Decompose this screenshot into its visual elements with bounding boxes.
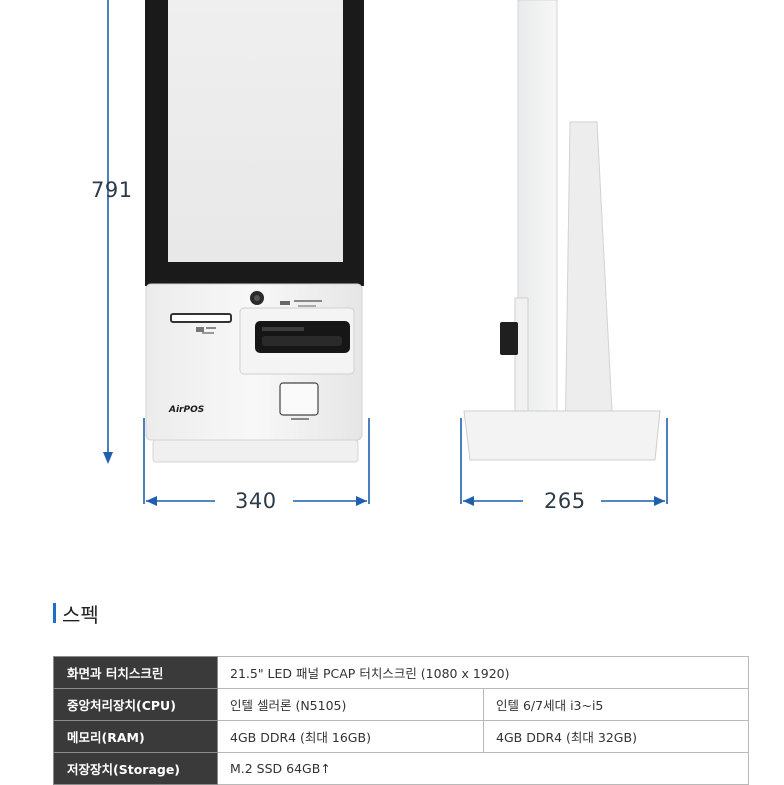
row-value-cpu-1: 인텔 셀러론 (N5105) (217, 688, 484, 721)
kiosk-side-view (463, 0, 661, 461)
dimension-lines (103, 0, 668, 506)
height-dimension-label: 791 (91, 178, 133, 202)
side-width-dimension-label: 265 (544, 489, 586, 513)
table-row: 중앙처리장치(CPU) 인텔 셀러론 (N5105) 인텔 6/7세대 i3~i… (53, 688, 750, 721)
screen-display (168, 0, 343, 262)
side-card-reader (500, 322, 518, 355)
row-value-storage: M.2 SSD 64GB↑ (216, 752, 750, 785)
brand-logo: AirPOS (169, 405, 205, 415)
side-base (463, 410, 661, 461)
barcode-scanner (279, 382, 319, 416)
kiosk-front-view (145, 0, 364, 463)
row-label-ram: 메모리(RAM) (53, 720, 218, 753)
spec-heading: 스펙 (53, 600, 99, 627)
front-width-dimension-label: 340 (235, 489, 277, 513)
product-dimension-figure: AirPOS 791 340 265 (91, 0, 668, 513)
table-row: 저장장치(Storage) M.2 SSD 64GB↑ (53, 752, 750, 785)
row-value-display: 21.5" LED 패널 PCAP 터치스크린 (1080 x 1920) (216, 656, 750, 689)
receipt-slot (170, 313, 232, 323)
side-rear-leg (564, 121, 615, 451)
row-value-cpu-2: 인텔 6/7세대 i3~i5 (482, 688, 750, 721)
kiosk-base (152, 439, 359, 463)
row-value-ram-1: 4GB DDR4 (최대 16GB) (217, 720, 484, 753)
table-row: 화면과 터치스크린 21.5" LED 패널 PCAP 터치스크린 (1080 … (53, 656, 750, 689)
row-label-display: 화면과 터치스크린 (53, 656, 218, 689)
heading-accent-bar (53, 603, 56, 623)
table-row: 메모리(RAM) 4GB DDR4 (최대 16GB) 4GB DDR4 (최대… (53, 720, 750, 753)
row-label-storage: 저장장치(Storage) (53, 752, 218, 785)
spec-table: 화면과 터치스크린 21.5" LED 패널 PCAP 터치스크린 (1080 … (53, 656, 750, 785)
row-label-cpu: 중앙처리장치(CPU) (53, 688, 218, 721)
spec-title: 스펙 (62, 602, 99, 627)
row-value-ram-2: 4GB DDR4 (최대 32GB) (482, 720, 750, 753)
